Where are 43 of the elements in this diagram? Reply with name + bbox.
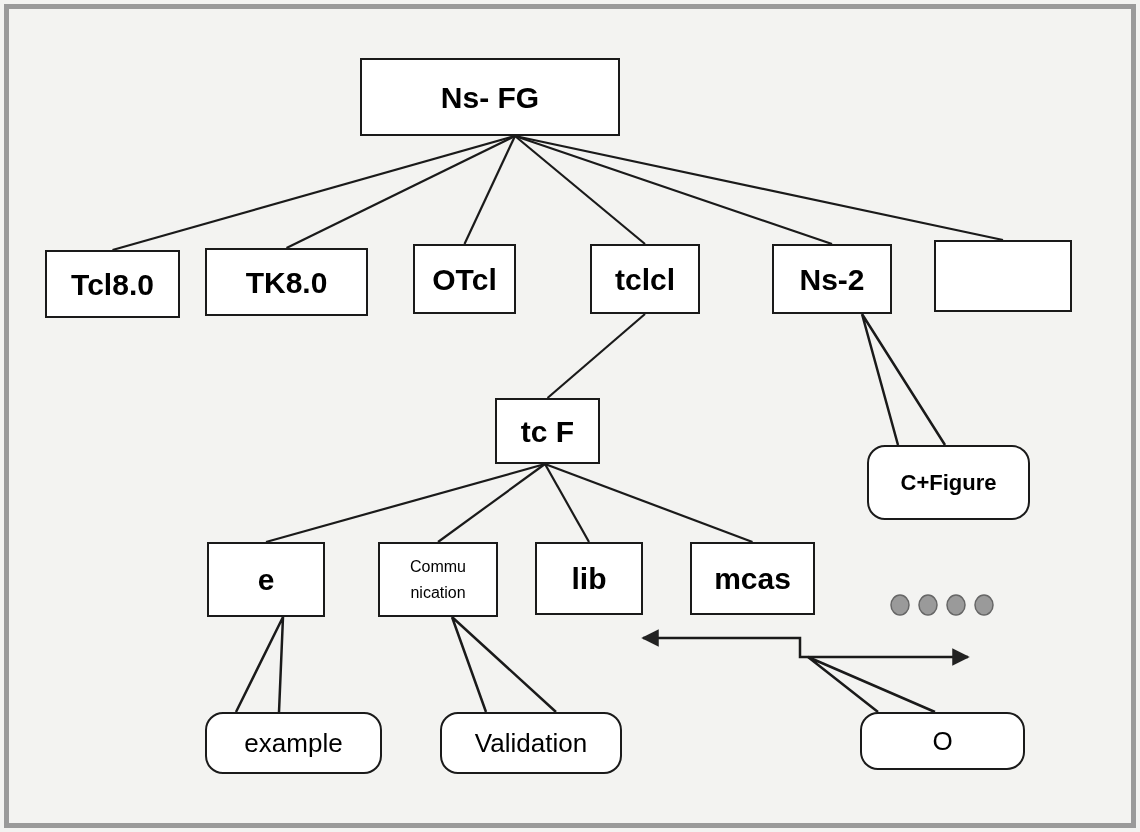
empty-box [934,240,1072,312]
node-label: C+Figure [900,469,997,497]
connector-line [286,135,516,249]
callout-tail [806,655,937,714]
node-label: tclcl [615,261,675,298]
node-label: tc F [520,413,575,450]
node-label: lib [571,561,607,597]
node-label: example [244,726,343,760]
connector-line [546,313,646,399]
connector-line [437,463,546,543]
connector-line [514,135,646,245]
module-box [378,542,498,617]
speech-bubble [860,712,1025,770]
connector-line [514,134,833,246]
node-label: Commu nication [409,556,467,603]
node-label: e [257,562,275,598]
node-label: mcas [714,561,791,597]
connector-line [544,463,590,543]
node-label: Validation [474,726,588,760]
callout-tail [450,615,558,714]
module-box [495,398,600,464]
module-box [590,244,700,314]
connector-line [463,135,516,245]
speech-bubble [867,445,1030,520]
callout-tail [860,312,947,447]
module-box [690,542,815,615]
module-box [45,250,180,318]
node-label: OTcl [432,261,497,298]
node-label: O [932,724,953,758]
node-label: Tcl8.0 [71,266,154,303]
connector-line [544,462,753,544]
node-label: Ns- FG [440,79,540,116]
callout-tail [234,615,285,714]
module-box [205,248,368,316]
node-label: TK8.0 [245,264,328,301]
node-label: Ns-2 [799,261,865,298]
module-box [207,542,325,617]
root-box [360,58,620,136]
speech-bubble [440,712,622,774]
module-box [413,244,516,314]
module-box [535,542,643,615]
module-box [772,244,892,314]
speech-bubble [205,712,382,774]
